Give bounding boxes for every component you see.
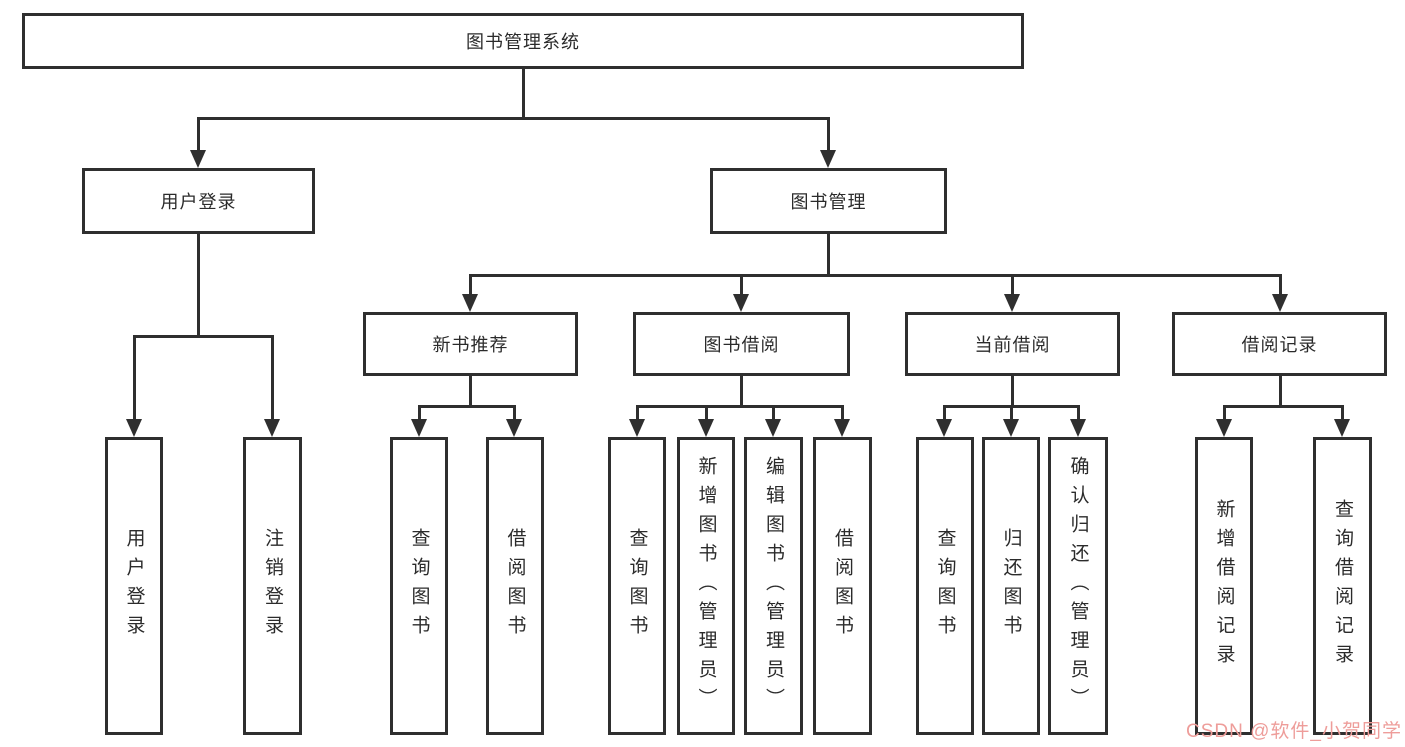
connector	[1011, 274, 1014, 300]
arrowhead-down	[629, 419, 645, 437]
leaf-add-borrow-record: 新增借阅记录	[1195, 437, 1253, 735]
arrowhead-down	[698, 419, 714, 437]
leaf-borrow-books: 借阅图书	[813, 437, 872, 735]
arrowhead-down	[264, 419, 280, 437]
arrowhead-down	[1004, 294, 1020, 312]
leaf-edit-books-admin: 编辑图书（管理员）	[744, 437, 803, 735]
arrowhead-down	[126, 419, 142, 437]
connector	[1223, 405, 1226, 425]
connector	[418, 405, 421, 425]
connector	[772, 405, 775, 425]
arrowhead-down	[190, 150, 206, 168]
arrowhead-down	[733, 294, 749, 312]
connector	[133, 335, 136, 424]
arrowhead-down	[506, 419, 522, 437]
connector	[469, 375, 472, 407]
leaf-logout: 注销登录	[243, 437, 302, 735]
connector	[740, 274, 743, 300]
connector	[133, 335, 273, 338]
arrowhead-down	[834, 419, 850, 437]
arrowhead-down	[1003, 419, 1019, 437]
leaf-query-books-current: 查询图书	[916, 437, 974, 735]
node-current-borrowing: 当前借阅	[905, 312, 1120, 376]
leaf-query-borrow-record: 查询借阅记录	[1313, 437, 1372, 735]
connector	[1010, 405, 1013, 425]
connector	[827, 233, 830, 276]
connector	[636, 405, 639, 425]
node-library-management-system: 图书管理系统	[22, 13, 1024, 69]
connector	[636, 405, 843, 408]
arrowhead-down	[1216, 419, 1232, 437]
connector	[197, 117, 829, 120]
connector	[1279, 375, 1282, 407]
connector	[197, 233, 200, 337]
connector	[943, 405, 946, 425]
arrowhead-down	[820, 150, 836, 168]
connector	[705, 405, 708, 425]
arrowhead-down	[462, 294, 478, 312]
leaf-add-books-admin: 新增图书（管理员）	[677, 437, 735, 735]
connector	[271, 335, 274, 424]
leaf-confirm-return-admin: 确认归还（管理员）	[1048, 437, 1108, 735]
node-new-book-recommend: 新书推荐	[363, 312, 578, 376]
connector	[841, 405, 844, 425]
connector	[1341, 405, 1344, 425]
connector	[1279, 274, 1282, 300]
connector	[1011, 375, 1014, 407]
node-borrow-records: 借阅记录	[1172, 312, 1387, 376]
node-book-management: 图书管理	[710, 168, 947, 234]
connector	[522, 68, 525, 120]
node-book-borrowing: 图书借阅	[633, 312, 850, 376]
leaf-return-books: 归还图书	[982, 437, 1040, 735]
leaf-query-books-recommend: 查询图书	[390, 437, 448, 735]
arrowhead-down	[1334, 419, 1350, 437]
arrowhead-down	[1070, 419, 1086, 437]
arrowhead-down	[411, 419, 427, 437]
connector	[197, 117, 200, 155]
connector	[469, 274, 472, 300]
connector	[1077, 405, 1080, 425]
leaf-query-books-borrow: 查询图书	[608, 437, 666, 735]
connector	[513, 405, 516, 425]
arrowhead-down	[936, 419, 952, 437]
node-user-login: 用户登录	[82, 168, 315, 234]
connector	[418, 405, 515, 408]
arrowhead-down	[1272, 294, 1288, 312]
connector	[1223, 405, 1343, 408]
connector	[469, 274, 1281, 277]
connector	[740, 375, 743, 407]
leaf-user-login: 用户登录	[105, 437, 163, 735]
connector	[827, 117, 830, 155]
watermark-text: CSDN @软件_小贺同学	[1186, 721, 1402, 742]
leaf-borrow-books-recommend: 借阅图书	[486, 437, 544, 735]
arrowhead-down	[765, 419, 781, 437]
